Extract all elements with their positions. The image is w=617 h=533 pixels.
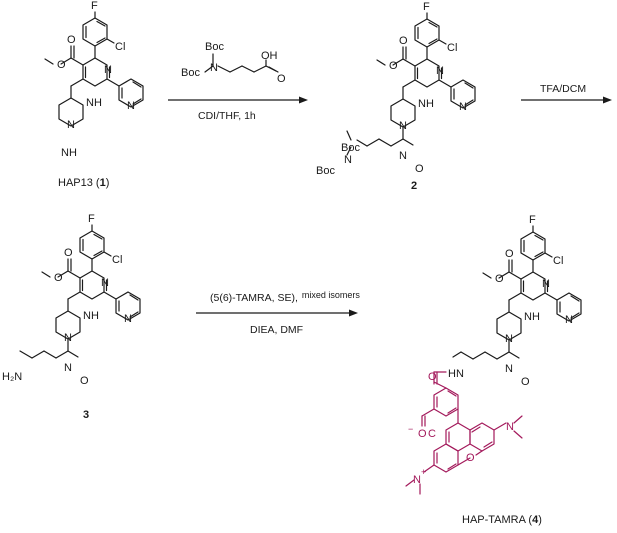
atom-o-3b: O <box>54 272 63 284</box>
atom-n-tamra-left: N <box>413 474 421 486</box>
label-compound-4: HAP-TAMRA (4) <box>462 514 542 526</box>
atom-n-pip3a: N <box>64 332 72 344</box>
atom-o-2a: O <box>399 35 408 47</box>
step3-conditions-below: DIEA, DMF <box>250 324 303 336</box>
atom-n-2boc: N <box>344 154 352 166</box>
atom-o-1b: O <box>57 59 66 71</box>
atom-boc-2a: Boc <box>341 142 360 154</box>
atom-n-pip3b: N <box>64 362 72 374</box>
atom-nh-3: NH <box>83 310 99 322</box>
step3-conditions-above: (5(6)-TAMRA, SE),mixed isomers <box>210 290 360 304</box>
atom-o-xanthene: O <box>466 452 475 464</box>
atom-o-4b: O <box>495 273 504 285</box>
atom-n-py4: N <box>565 314 573 326</box>
compound-2-structure <box>346 12 476 156</box>
compound-3-structure <box>19 224 141 359</box>
atom-plus-tamra: + <box>421 467 426 477</box>
step2-conditions-above: TFA/DCM <box>540 83 586 95</box>
atom-f-2: F <box>423 1 430 13</box>
arrow-step1-head <box>299 96 308 104</box>
atom-o2c-tamra: C <box>428 428 436 440</box>
atom-n-tamra-right: N <box>506 421 514 433</box>
atom-n-r: N <box>210 62 218 74</box>
atom-f-1: F <box>91 0 98 12</box>
atom-f-4: F <box>529 214 536 226</box>
atom-nh-pip1: NH <box>61 147 77 159</box>
atom-n-1a: N <box>104 64 112 76</box>
atom-cl-4: Cl <box>553 255 563 267</box>
atom-oh-r: OH <box>261 50 278 62</box>
atom-cl-2: Cl <box>447 42 457 54</box>
atom-boc-r2: Boc <box>181 67 200 79</box>
atom-n-py1: N <box>127 100 135 112</box>
atom-o-4c: O <box>521 376 530 388</box>
atom-n-4a: N <box>542 278 550 290</box>
atom-nh-4: NH <box>524 311 540 323</box>
atom-o-2b: O <box>389 60 398 72</box>
atom-nh-4link: HN <box>448 368 464 380</box>
label-compound-2: 2 <box>411 180 417 192</box>
label-compound-1: HAP13 (1) <box>58 177 109 189</box>
atom-n-py3: N <box>124 313 132 325</box>
atom-o-2c: O <box>415 163 424 175</box>
atom-n-pip4b: N <box>505 363 513 375</box>
atom-n-pip2b: N <box>399 150 407 162</box>
atom-n-pip1: N <box>67 119 75 131</box>
atom-n-pip2a: N <box>399 120 407 132</box>
atom-boc-r1: Boc <box>205 41 224 53</box>
step1-reagent-structure <box>204 53 279 73</box>
tamra-fluorophore-structure <box>405 371 523 495</box>
atom-o-1a: O <box>67 34 76 46</box>
atom-cl-1: Cl <box>115 41 125 53</box>
step1-conditions-below: CDI/THF, 1h <box>198 110 256 122</box>
arrow-step3-head <box>349 309 358 317</box>
atom-nh-1: NH <box>86 97 102 109</box>
atom-nh-2: NH <box>418 98 434 110</box>
atom-boc-2b: Boc <box>316 165 335 177</box>
atom-n-pip4a: N <box>505 333 513 345</box>
arrow-step2-head <box>603 96 612 104</box>
atom-f-3: F <box>88 213 95 225</box>
atom-o-tamra-co2-a: O <box>418 428 427 440</box>
atom-n-3a: N <box>101 277 109 289</box>
atom-o-3a: O <box>64 247 73 259</box>
atom-n-py2: N <box>459 101 467 113</box>
atom-o-tamra-carbonyl: O <box>428 371 437 383</box>
atom-cl-3: Cl <box>112 254 122 266</box>
atom-o-4a: O <box>505 248 514 260</box>
atom-h2n-3: H₂N <box>2 371 22 383</box>
compound-4-hap-structure <box>452 225 582 360</box>
atom-minus-tamra: − <box>408 424 413 434</box>
atom-o-3c: O <box>80 375 89 387</box>
atom-n-2a: N <box>436 65 444 77</box>
label-compound-3: 3 <box>83 409 89 421</box>
atom-o-r: O <box>277 73 286 85</box>
